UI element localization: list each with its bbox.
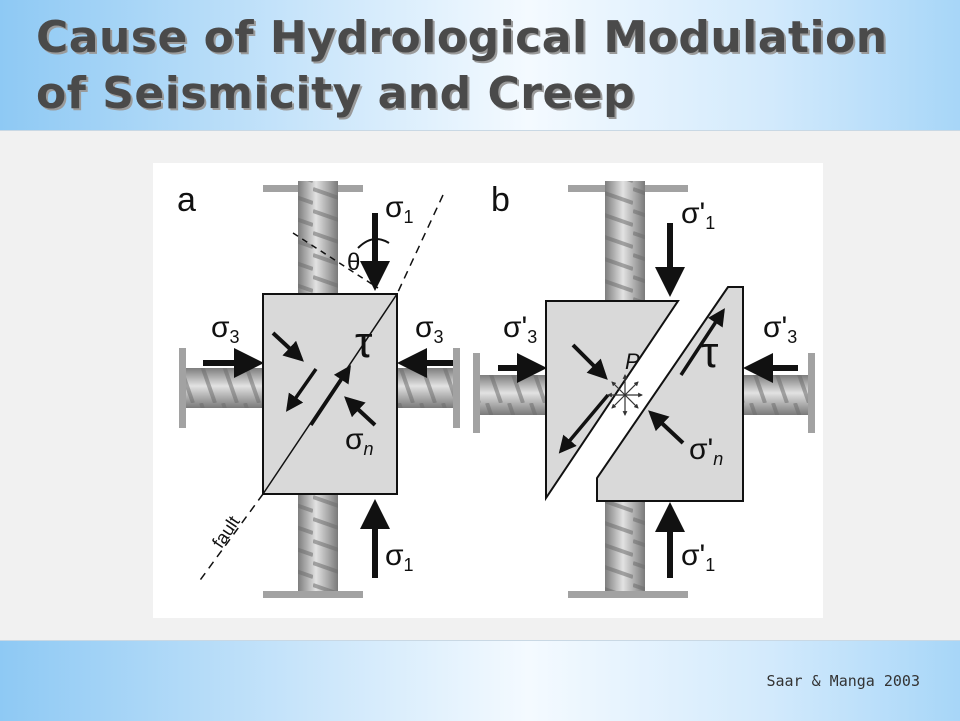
shear-arrow-left-a — [285, 367, 318, 412]
title-band — [0, 0, 960, 131]
tau-label-a: τ — [355, 318, 373, 367]
citation-text: Saar & Manga 2003 — [766, 672, 920, 690]
sigma1-top-label-b: σ'1 — [681, 197, 716, 233]
shear-arrow-left-b — [558, 393, 610, 454]
shear-arrow-right-a — [309, 365, 351, 426]
screw-plate-bottom-a — [263, 591, 363, 598]
tau-label-b: τ — [701, 328, 719, 377]
panel-a — [179, 181, 460, 598]
rock-block-right-b — [596, 286, 744, 502]
panel-b-label: b — [491, 181, 510, 219]
pore-pressure-label: P — [625, 349, 640, 374]
sigma-n-upper-arrow-a — [271, 331, 304, 362]
shear-arrow-right-b — [679, 308, 725, 376]
panel-b — [473, 181, 815, 598]
sigma-n-upper-arrow-b — [571, 343, 608, 380]
stress-diagram-figure: a σ1 θ σ3 σ3 τ σn σ1 fault b σ'1 σ'3 σ'3… — [153, 163, 823, 618]
sigma1-bottom-label-a: σ1 — [385, 539, 414, 575]
sigma3-right-label-a: σ3 — [415, 311, 444, 347]
sigma3-left-label-a: σ3 — [211, 311, 240, 347]
sigma-n-lower-arrow-a — [344, 396, 377, 427]
footer-band — [0, 640, 960, 721]
sigma3-right-label-b: σ'3 — [763, 311, 798, 347]
sigma3-left-label-b: σ'3 — [503, 311, 538, 347]
stress-diagram-svg — [179, 181, 815, 598]
pore-pressure-star — [607, 374, 643, 416]
sigma-n-lower-arrow-b — [648, 410, 685, 445]
slide-title: Cause of Hydrological Modulation of Seis… — [36, 12, 888, 119]
sigma1-bottom-label-b: σ'1 — [681, 539, 716, 575]
sigma-n-label-a: σn — [345, 423, 374, 459]
panel-a-label: a — [177, 181, 196, 219]
theta-label: θ — [347, 249, 361, 276]
sigma-n-label-b: σ'n — [689, 433, 724, 469]
sigma1-top-label-a: σ1 — [385, 191, 414, 227]
